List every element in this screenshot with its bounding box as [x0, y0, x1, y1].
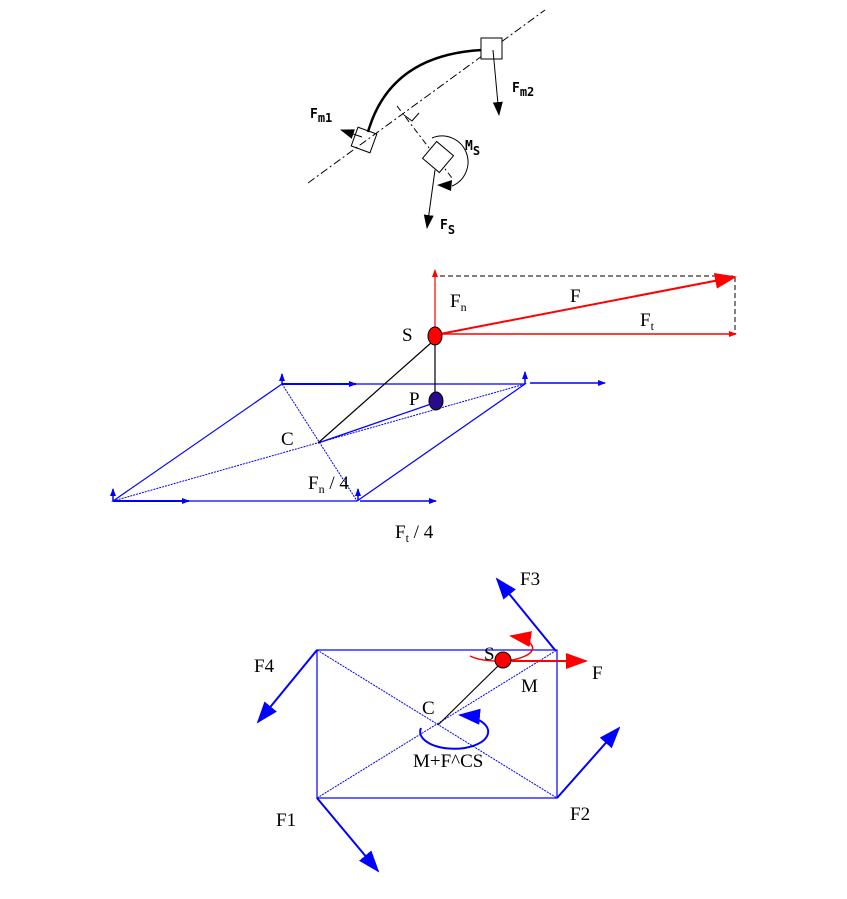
corner-force-arrows [110, 371, 606, 504]
cable-curve [366, 48, 483, 133]
moment-arrowhead [437, 180, 452, 191]
label-moment-sum: M+F^CS [413, 751, 483, 772]
label-f: F [592, 663, 603, 684]
label-fn-quarter: Fn / 4 [308, 473, 349, 496]
point-s [427, 326, 443, 346]
label-f3: F3 [520, 569, 540, 590]
s-c-line [317, 341, 433, 444]
f3-arrow [495, 577, 556, 651]
c-s-line [437, 664, 500, 726]
f2-arrow [556, 726, 621, 799]
moment-m-arc [469, 631, 534, 662]
fm2-arrow [492, 49, 503, 116]
label-s: S [484, 644, 495, 665]
f1-arrow [316, 797, 380, 873]
diagonal-1 [316, 649, 558, 799]
diagonal-2 [316, 649, 558, 799]
label-c: C [281, 429, 294, 450]
label-c: C [422, 698, 435, 719]
f4-arrow [256, 649, 318, 724]
axis-line [307, 9, 546, 184]
plate-rectangle [316, 649, 558, 799]
point-s [494, 651, 512, 669]
label-p: P [409, 389, 420, 410]
label-f1: F1 [276, 810, 296, 831]
middle-diagram: Fn F Ft S P C Fn / 4 Ft / 4 [110, 269, 737, 545]
label-fm2: Fm2 [512, 81, 534, 99]
moment-c-arc [419, 708, 490, 750]
label-m: M [521, 676, 538, 697]
point-p [428, 391, 444, 411]
label-f2: F2 [570, 804, 590, 825]
fs-arrow [423, 169, 436, 229]
label-ft-quarter: Ft / 4 [395, 522, 434, 545]
label-f4: F4 [254, 656, 275, 677]
label-fs: FS [440, 218, 455, 237]
label-f: F [570, 286, 581, 307]
right-angle-mark [403, 112, 420, 122]
label-fm1: Fm1 [310, 107, 332, 125]
bottom-diagram: F3 F4 F1 F2 F M S C M+F^CS [254, 569, 621, 873]
component-box [440, 275, 736, 334]
moment-arc [431, 135, 469, 187]
f-arrow [439, 272, 737, 335]
label-s: S [402, 325, 413, 346]
mass-block-2 [480, 37, 503, 60]
label-ms: MS [465, 139, 480, 158]
c-p-line [317, 402, 435, 444]
top-diagram: Fm1 Fm2 MS FS [307, 9, 546, 237]
fm1-arrow [340, 129, 363, 139]
mass-block-1 [350, 126, 378, 154]
label-fn: Fn [450, 291, 467, 314]
label-ft: Ft [640, 310, 655, 333]
mass-block-s [421, 140, 455, 174]
